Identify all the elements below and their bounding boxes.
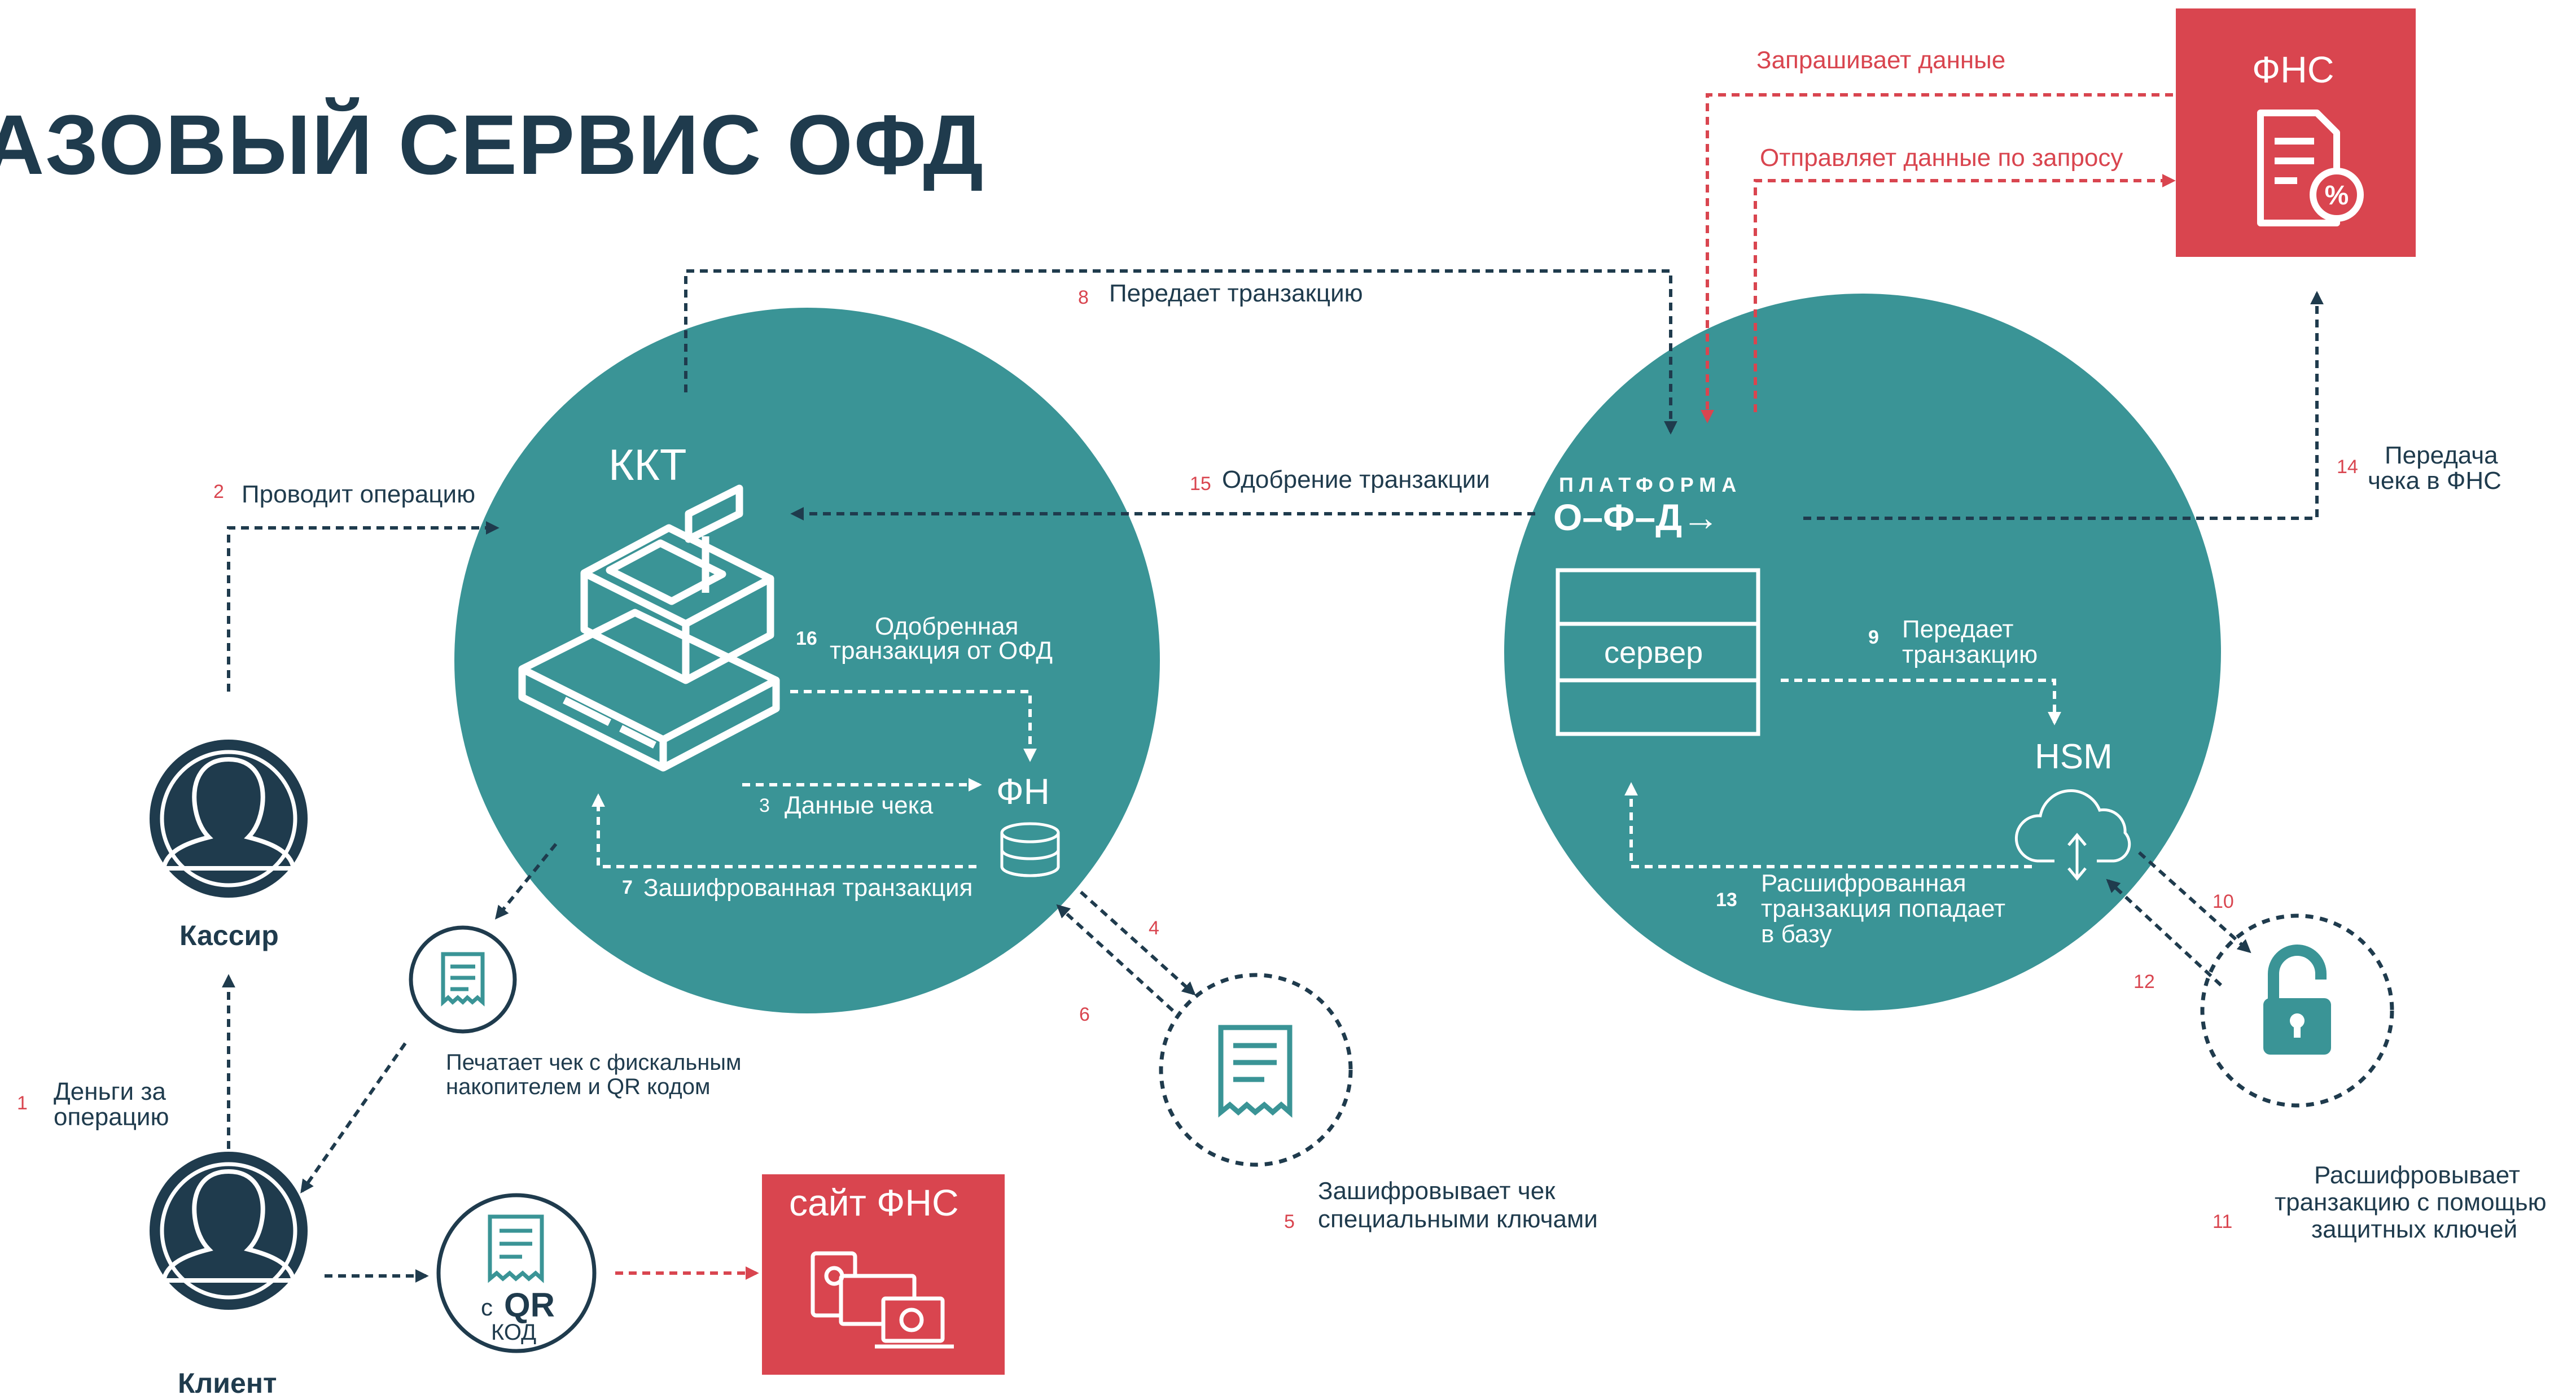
arrow-9: [1781, 679, 2061, 725]
step-11-text-1: Расшифровывает: [2314, 1161, 2520, 1189]
cloud-sync-icon: [2015, 789, 2131, 881]
ofd-circle: [1504, 294, 2221, 1011]
cashier-label: Кассир: [179, 920, 279, 951]
printed-receipt-circle: [409, 925, 517, 1034]
qr-prefix: с: [481, 1294, 493, 1321]
client-avatar: [150, 1152, 308, 1310]
step-15-num: 15: [1190, 473, 1211, 495]
arrow-13: [1624, 782, 2032, 868]
fn-label: ФН: [996, 771, 1050, 812]
step-14-text-1: Передача: [2385, 441, 2498, 469]
step-13-text-1: Расшифрованная: [1761, 869, 1966, 897]
receipt-icon: [441, 952, 485, 1007]
arrow-to-client: [300, 1042, 407, 1193]
step-8-text: Передает транзакцию: [1109, 279, 1363, 307]
unlocked-padlock-icon: [2263, 945, 2331, 1055]
arrow-10: [2137, 851, 2251, 954]
arrow-16: [790, 690, 1037, 762]
print-receipt-text-1: Печатает чек с фискальным: [446, 1050, 742, 1075]
step-14-num: 14: [2337, 456, 2358, 478]
receipt-icon: [488, 1214, 544, 1283]
step-10-num: 10: [2213, 891, 2234, 912]
cash-register-icon: [518, 484, 780, 772]
step-12-num: 12: [2133, 971, 2155, 993]
step-15-text: Одобрение транзакции: [1222, 466, 1490, 493]
step-3-num: 3: [759, 795, 770, 816]
server-stack: [1556, 568, 1760, 736]
step-8-num: 8: [1078, 287, 1089, 308]
page-title: АЗОВЫЙ СЕРВИС ОФД: [0, 97, 985, 192]
svg-text:%: %: [2325, 181, 2349, 211]
hsm-label: HSM: [2035, 737, 2113, 776]
step-2-text: Проводит операцию: [242, 480, 476, 508]
person-icon: [161, 1169, 296, 1283]
step-4-num: 4: [1149, 917, 1159, 939]
database-icon: [1000, 822, 1060, 877]
tax-document-icon: %: [2257, 110, 2364, 226]
arrow-fns-request: [1701, 93, 2173, 423]
step-11-num: 11: [2213, 1211, 2233, 1232]
devices-icon: [811, 1251, 954, 1349]
platform-label: ПЛАТФОРМА: [1559, 473, 1742, 496]
qr-suffix: КОД: [491, 1320, 537, 1345]
step-9-text-2: транзакцию: [1902, 641, 2038, 668]
encrypt-receipt-circle: [1159, 973, 1353, 1167]
arrow-7: [592, 793, 976, 868]
step-11-text-2: транзакцию с помощью: [2275, 1188, 2547, 1216]
step-16-text-2: транзакция от ОФД: [830, 637, 1053, 664]
arrow-8: [684, 269, 1677, 435]
step-1-num: 1: [17, 1092, 28, 1114]
kkt-label: ККТ: [608, 440, 687, 489]
receipt-icon: [1218, 1025, 1293, 1118]
kkt-circle: [454, 308, 1160, 1013]
print-receipt-text-2: накопителем и QR кодом: [446, 1074, 711, 1099]
fns-label: ФНС: [2252, 49, 2334, 90]
arrow-print: [494, 843, 558, 920]
step-16-num: 16: [796, 628, 817, 649]
step-6-num: 6: [1079, 1004, 1090, 1025]
cashier-avatar: [150, 740, 308, 898]
step-13-text-3: в базу: [1761, 920, 1832, 948]
step-7-text: Зашифрованная транзакция: [643, 874, 973, 902]
fns-request-label: Запрашивает данные: [1756, 46, 2006, 74]
step-14-text-2: чека в ФНС: [2368, 467, 2501, 495]
arrow-2: [227, 521, 500, 692]
arrow-12: [2106, 878, 2223, 987]
arrow-fns-response: [1754, 174, 2176, 412]
step-1-text-1: Деньги за: [54, 1078, 166, 1105]
arrow-4: [1079, 890, 1196, 996]
platform-logo: О–Ф–Д→: [1553, 496, 1720, 538]
client-label: Клиент: [178, 1367, 277, 1399]
step-13-text-2: транзакция попадает: [1761, 895, 2006, 923]
step-9-num: 9: [1868, 627, 1879, 648]
fns-box: [2176, 8, 2416, 257]
step-13-num: 13: [1716, 889, 1737, 911]
qr-big: QR: [504, 1286, 555, 1324]
step-2-num: 2: [213, 481, 224, 502]
step-5-text-1: Зашифровывает чек: [1318, 1177, 1556, 1205]
fns-response-label: Отправляет данные по запросу: [1760, 144, 2123, 172]
person-icon: [161, 757, 296, 871]
step-3-text: Данные чека: [785, 792, 934, 819]
lock-circle: [2200, 913, 2394, 1108]
arrow-6: [1056, 904, 1175, 1012]
step-7-num: 7: [622, 877, 633, 898]
server-label: сервер: [1604, 636, 1703, 670]
step-1-text-2: операцию: [54, 1103, 169, 1131]
qr-code-circle: [436, 1193, 597, 1353]
step-5-text-2: специальными ключами: [1318, 1205, 1598, 1233]
step-11-text-3: защитных ключей: [2311, 1216, 2518, 1243]
site-fns-label: сайт ФНС: [789, 1182, 959, 1223]
step-16-text-1: Одобренная: [875, 613, 1019, 640]
step-5-num: 5: [1284, 1211, 1295, 1232]
step-9-text-1: Передает: [1902, 615, 2014, 643]
